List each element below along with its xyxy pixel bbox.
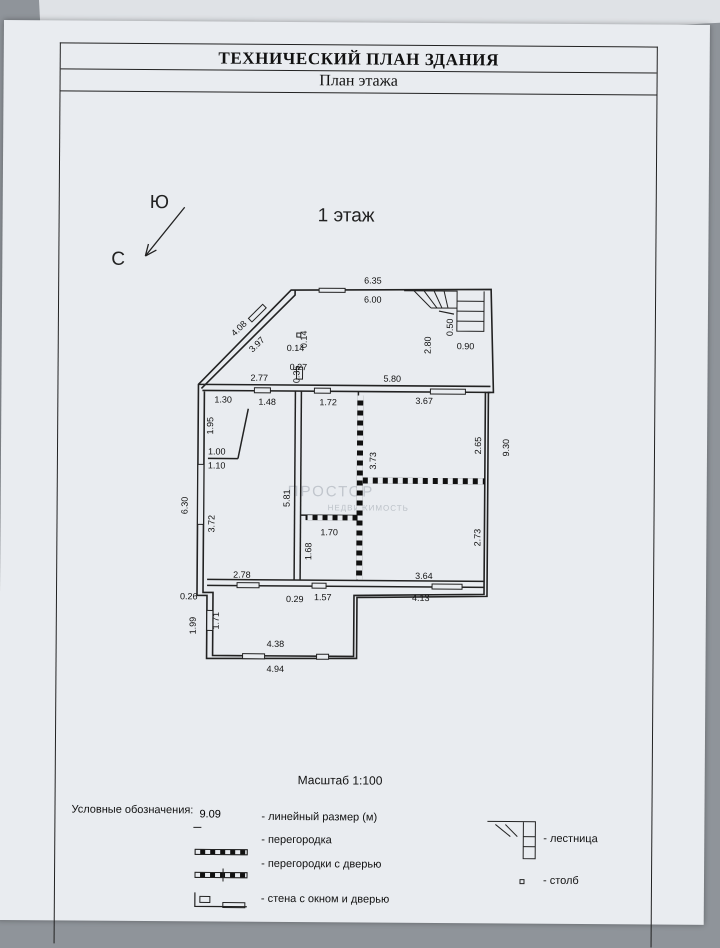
dim-label: 6.00 <box>364 295 382 305</box>
dim-label: 1.70 <box>320 527 338 537</box>
dim-label: 6.35 <box>364 276 382 286</box>
legend-sample-dimension: 9.09 <box>199 808 221 820</box>
legend-linear-dimension: - линейный размер (м) <box>261 811 377 824</box>
dim-label: 5.80 <box>383 374 401 384</box>
dim-label: 0.29 <box>286 594 304 604</box>
dim-label: 1.71 <box>211 612 221 630</box>
dim-label: 3.64 <box>415 571 433 581</box>
outer-walls <box>197 287 495 660</box>
dim-label: 0.50 <box>445 319 455 337</box>
dim-label: 1.57 <box>314 592 332 602</box>
compass-arrow <box>145 207 184 256</box>
dim-label: 3.97 <box>247 335 267 354</box>
dim-label: 1.10 <box>208 460 226 470</box>
dim-label: 1.72 <box>319 397 337 407</box>
dim-label: 1.99 <box>188 617 198 635</box>
floor-plan: 6.35 6.00 4.08 3.97 0.14 0.14 2.80 0.50 … <box>55 43 657 927</box>
dim-label: 1.95 <box>205 417 215 435</box>
dim-label: 1.30 <box>214 394 232 404</box>
scale-label: Масштаб 1:100 <box>298 773 383 788</box>
drawing-frame: ТЕХНИЧЕСКИЙ ПЛАН ЗДАНИЯ План этажа 1 эта… <box>54 42 658 947</box>
dim-label: 6.30 <box>180 497 190 515</box>
dim-label: 1.48 <box>258 397 276 407</box>
legend-stairs: - лестница <box>543 833 598 845</box>
dimension-labels: 6.35 6.00 4.08 3.97 0.14 0.14 2.80 0.50 … <box>178 274 512 675</box>
legend-pillar: - столб <box>543 875 579 887</box>
dim-label: 0.90 <box>457 341 475 351</box>
dim-label: 4.13 <box>412 593 430 603</box>
legend-partition-door: - перегородки с дверью <box>261 858 381 871</box>
partitions-hatched <box>305 395 485 580</box>
dim-label: 1.68 <box>303 543 313 561</box>
dim-label: 2.77 <box>250 373 268 383</box>
dim-label: 9.30 <box>501 439 511 457</box>
interior-walls <box>207 390 485 587</box>
dim-label: 2.80 <box>423 336 433 354</box>
legend-heading: Условные обозначения: <box>71 803 193 816</box>
dim-label: 4.94 <box>266 664 284 674</box>
dim-label: 1.00 <box>208 446 226 456</box>
dim-label: 2.73 <box>472 529 482 547</box>
dim-label: 0.14 <box>287 343 305 353</box>
dim-label: 2.65 <box>473 437 483 455</box>
dim-label: 5.81 <box>282 489 292 507</box>
legend-wall-window: - стена с окном и дверью <box>261 893 389 906</box>
dim-label: 0.35 <box>291 365 301 383</box>
dim-label: 4.38 <box>267 639 285 649</box>
dim-label: 3.67 <box>415 396 433 406</box>
dim-label: 2.78 <box>233 570 251 580</box>
dim-label: 0.26 <box>180 591 198 601</box>
dim-label: 3.72 <box>206 515 216 533</box>
dim-label: 3.73 <box>368 452 378 470</box>
plan-sheet: ТЕХНИЧЕСКИЙ ПЛАН ЗДАНИЯ План этажа 1 эта… <box>0 20 710 925</box>
legend-partition: - перегородка <box>261 834 332 846</box>
